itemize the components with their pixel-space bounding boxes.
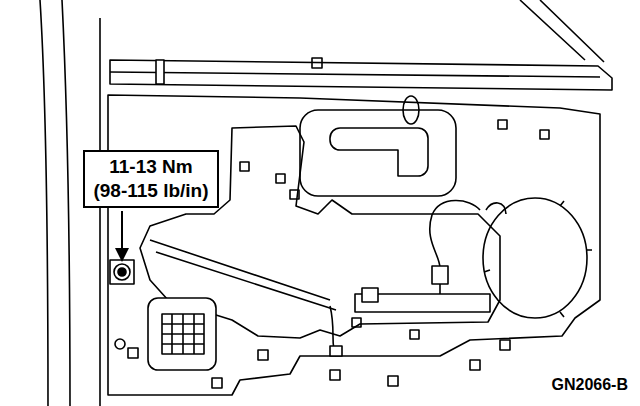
hole (388, 376, 398, 386)
window-channel (110, 72, 600, 77)
wire (486, 203, 506, 214)
window-channel (110, 60, 612, 90)
hole (330, 370, 340, 380)
vent-grid (162, 314, 204, 354)
hole (500, 340, 510, 350)
vent-grille (148, 298, 216, 370)
hole (540, 130, 549, 139)
hole (410, 330, 419, 339)
connector (432, 266, 448, 284)
inner-panel (108, 95, 600, 395)
panel-edge (99, 18, 101, 406)
hole (240, 162, 249, 171)
hole (352, 318, 361, 327)
door-edge (62, 0, 70, 406)
hole (276, 174, 285, 183)
vent-grid (162, 314, 204, 354)
figure-number: GN2066-B (550, 376, 630, 394)
leader-arrow (115, 211, 129, 262)
hole (470, 360, 480, 370)
hole (312, 58, 322, 68)
hole (212, 378, 222, 388)
regulator-rail (150, 240, 336, 310)
connector (362, 288, 378, 302)
torque-value: (98-115 lb/in) (93, 179, 209, 203)
door-edge (40, 0, 48, 406)
handle-lever (330, 128, 428, 176)
bolt (114, 264, 130, 280)
hole (403, 96, 419, 124)
bolt-boss (110, 260, 134, 284)
wire (430, 200, 480, 268)
handle-recess (300, 110, 456, 196)
hole (498, 120, 507, 129)
arrowhead (115, 248, 129, 262)
hole (290, 190, 299, 199)
hole (115, 339, 125, 349)
speaker-tab (484, 201, 592, 317)
torque-callout: 11-13 Nm(98-115 lb/in) (83, 150, 219, 208)
leader-line (121, 211, 123, 252)
hole (258, 350, 268, 360)
window-frame (520, 0, 604, 62)
bolt-head (118, 268, 126, 276)
wire (439, 284, 441, 294)
clip (156, 60, 164, 84)
clip (330, 346, 342, 356)
speaker (483, 198, 587, 318)
torque-value: 11-13 Nm (93, 155, 209, 179)
hole (128, 348, 138, 358)
